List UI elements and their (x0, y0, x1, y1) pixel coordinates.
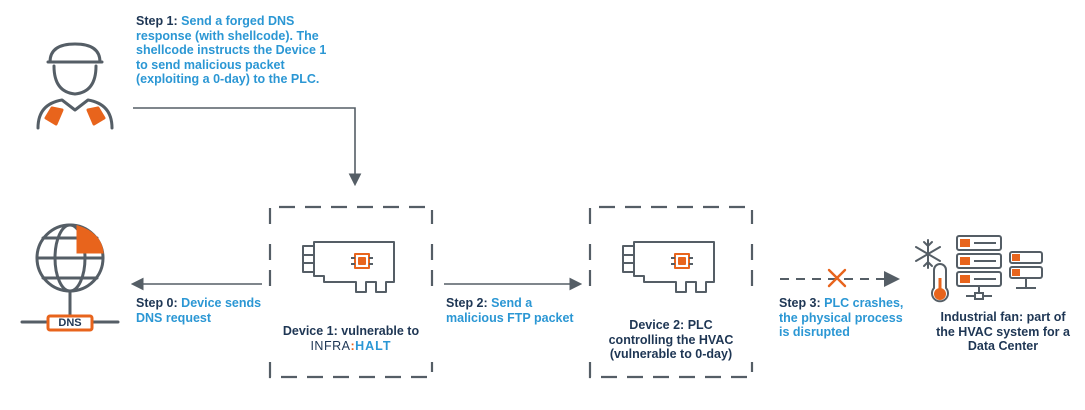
step2-label: Step 2: (446, 296, 488, 310)
step0-label: Step 0: (136, 296, 178, 310)
device2-frame (588, 205, 754, 379)
device1-label: Device 1: vulnerable to INFRA:HALT (276, 324, 426, 353)
step0-text: Step 0: Device sends DNS request (136, 296, 271, 325)
circuit-board-icon (622, 241, 715, 293)
server-rack-icon (956, 235, 1043, 300)
step2-text: Step 2: Send a malicious FTP packet (446, 296, 581, 325)
device1-title: Device 1: (282, 324, 338, 338)
snowflake-icon (915, 239, 941, 269)
step3-description: PLC crashes, the physical process is dis… (779, 296, 904, 339)
step1-connector (133, 107, 362, 187)
brand-infra: INFRA (310, 338, 351, 353)
step1-label: Step 1: (136, 14, 178, 28)
cross-icon (827, 268, 847, 288)
device2-description: PLC controlling the HVAC (vulnerable to … (608, 318, 734, 361)
brand-halt: HALT (355, 338, 392, 353)
step2-description: Send a malicious FTP packet (446, 296, 574, 325)
brand-separator: : (350, 338, 356, 353)
step3-label: Step 3: (779, 296, 821, 310)
step3-text: Step 3: PLC crashes, the physical proces… (779, 296, 905, 340)
device2-label: Device 2: PLC controlling the HVAC (vuln… (596, 318, 746, 362)
device2-title: Device 2: (629, 318, 685, 332)
attacker-icon (36, 42, 114, 130)
device1-frame (268, 205, 434, 379)
circuit-board-icon (302, 241, 395, 293)
fan-caption: Industrial fan: part of the HVAC system … (936, 310, 1070, 353)
step1-description: Send a forged DNS response (with shellco… (136, 14, 327, 86)
dns-globe-icon (20, 223, 120, 332)
device1-description: vulnerable to (341, 324, 420, 338)
step1-text: Step 1: Send a forged DNS response (with… (136, 14, 336, 87)
step0-description: Device sends DNS request (136, 296, 262, 325)
dns-badge: DNS (58, 317, 82, 329)
thermometer-icon (931, 263, 949, 303)
infrahalt-logo: INFRA:HALT (310, 339, 391, 353)
